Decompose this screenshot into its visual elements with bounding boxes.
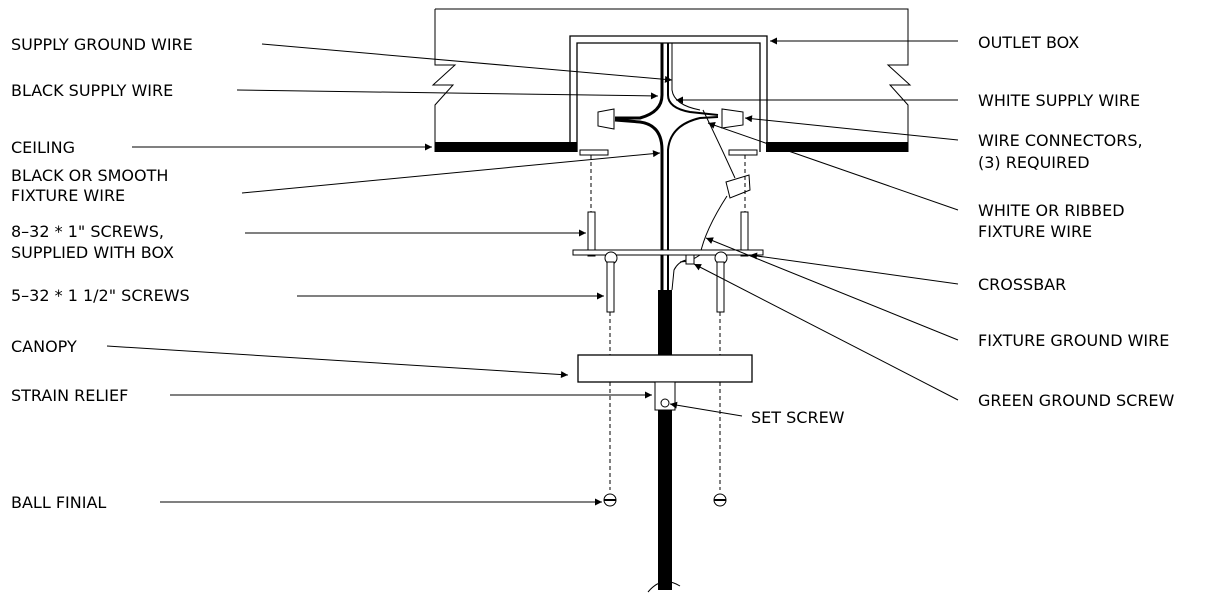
canopy-screws: [606, 261, 725, 490]
label-black-supply-wire: BLACK SUPPLY WIRE: [11, 81, 173, 100]
label-white-fixture-wire-line1: WHITE OR RIBBED: [978, 201, 1125, 220]
ball-finial-left: [603, 493, 617, 507]
green-ground-screw: [685, 254, 695, 265]
label-crossbar: CROSSBAR: [978, 275, 1066, 294]
wire-connector-left: [597, 108, 615, 130]
leader-lines: [106, 37, 959, 506]
wire-connector-ground: [725, 174, 751, 199]
wires: [614, 43, 736, 290]
label-ball-finial: BALL FINIAL: [11, 493, 106, 512]
label-black-fixture-wire-line2: FIXTURE WIRE: [11, 186, 125, 205]
label-fixture-ground-wire: FIXTURE GROUND WIRE: [978, 331, 1169, 350]
box-ear-left: [579, 149, 609, 156]
canopy-screw-right: [716, 261, 725, 313]
fixture-cord: [658, 290, 672, 590]
ceiling-surface-left: [435, 142, 577, 152]
wire-connectors: [597, 108, 751, 199]
label-8-32-screws-line1: 8–32 * 1" SCREWS,: [11, 222, 164, 241]
label-outlet-box: OUTLET BOX: [978, 33, 1079, 52]
label-5-32-screws: 5–32 * 1 1/2" SCREWS: [11, 286, 190, 305]
strain-relief: [654, 381, 676, 411]
set-screw: [660, 398, 670, 408]
label-green-ground-screw: GREEN GROUND SCREW: [978, 391, 1175, 410]
label-8-32-screws-line2: SUPPLIED WITH BOX: [11, 243, 174, 262]
crossbar: [572, 249, 764, 291]
label-ceiling: CEILING: [11, 138, 75, 157]
label-wire-connectors-line2: (3) REQUIRED: [978, 153, 1090, 172]
ceiling-structure: [431, 8, 912, 152]
label-strain-relief: STRAIN RELIEF: [11, 386, 128, 405]
ball-finial-right: [713, 493, 727, 507]
box-ear-right: [728, 149, 758, 156]
box-screw-left: [587, 211, 596, 257]
label-supply-ground-wire: SUPPLY GROUND WIRE: [11, 35, 193, 54]
label-white-supply-wire: WHITE SUPPLY WIRE: [978, 91, 1140, 110]
wire-connector-right: [721, 108, 744, 129]
label-black-fixture-wire-line1: BLACK OR SMOOTH: [11, 166, 168, 185]
label-canopy: CANOPY: [11, 337, 77, 356]
box-screw-right: [740, 211, 749, 257]
canopy-screw-left: [606, 261, 615, 313]
label-white-fixture-wire-line2: FIXTURE WIRE: [978, 222, 1092, 241]
box-screws: [587, 155, 749, 257]
label-set-screw: SET SCREW: [751, 408, 845, 427]
label-wire-connectors-line1: WIRE CONNECTORS,: [978, 131, 1143, 150]
ceiling-surface-right: [766, 142, 908, 152]
canopy: [577, 354, 753, 383]
